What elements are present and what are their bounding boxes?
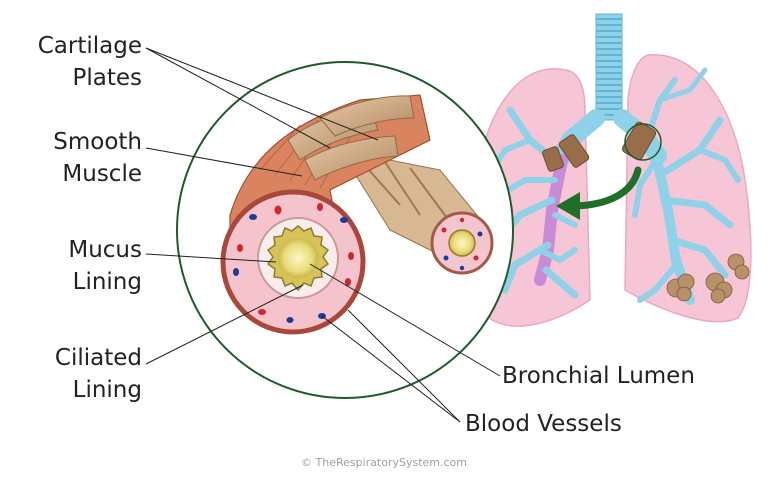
label-mucus-lining: Mucus Lining (68, 234, 142, 298)
trachea (595, 13, 623, 121)
leader-mucus (145, 253, 277, 263)
branch-lumen (448, 229, 476, 257)
leader-lumen (309, 263, 501, 377)
magnified-view (176, 61, 514, 399)
blood-vessels (233, 203, 354, 323)
leader-ciliated (145, 284, 304, 365)
label-line: Lining (72, 269, 142, 295)
branch-vessels (441, 217, 483, 271)
leader-vessels-1 (321, 315, 461, 423)
left-cartilage-rings (542, 134, 590, 172)
label-line: Cartilage (37, 33, 142, 59)
leader-smooth (145, 147, 303, 177)
label-smooth-muscle: Smooth Muscle (53, 126, 142, 190)
alveoli-clusters (666, 253, 750, 304)
leader-vessels-2 (347, 309, 461, 423)
lungs-illustration (471, 13, 752, 327)
label-cartilage-plates: Cartilage Plates (38, 30, 142, 94)
leader-lines (145, 47, 501, 423)
leader-cartilage-2 (145, 47, 379, 141)
label-line: Muscle (62, 161, 142, 187)
label-blood-vessels: Blood Vessels (465, 411, 622, 437)
zoom-arrow-head (556, 192, 580, 220)
label-bronchial-lumen: Bronchial Lumen (502, 363, 695, 389)
label-line: Smooth (53, 129, 142, 155)
label-line: Plates (72, 65, 142, 91)
label-line: Lining (72, 377, 142, 403)
leader-cartilage (145, 47, 331, 149)
magnify-circle-border (176, 61, 514, 399)
label-line: Mucus (68, 237, 142, 263)
label-ciliated-lining: Ciliated Lining (55, 342, 142, 406)
label-line: Ciliated (54, 345, 142, 371)
copyright-text: © TheRespiratorySystem.com (301, 456, 467, 469)
bronchial-lumen (278, 238, 318, 278)
zoom-arrow (571, 166, 642, 210)
highlight-ring (624, 123, 662, 161)
